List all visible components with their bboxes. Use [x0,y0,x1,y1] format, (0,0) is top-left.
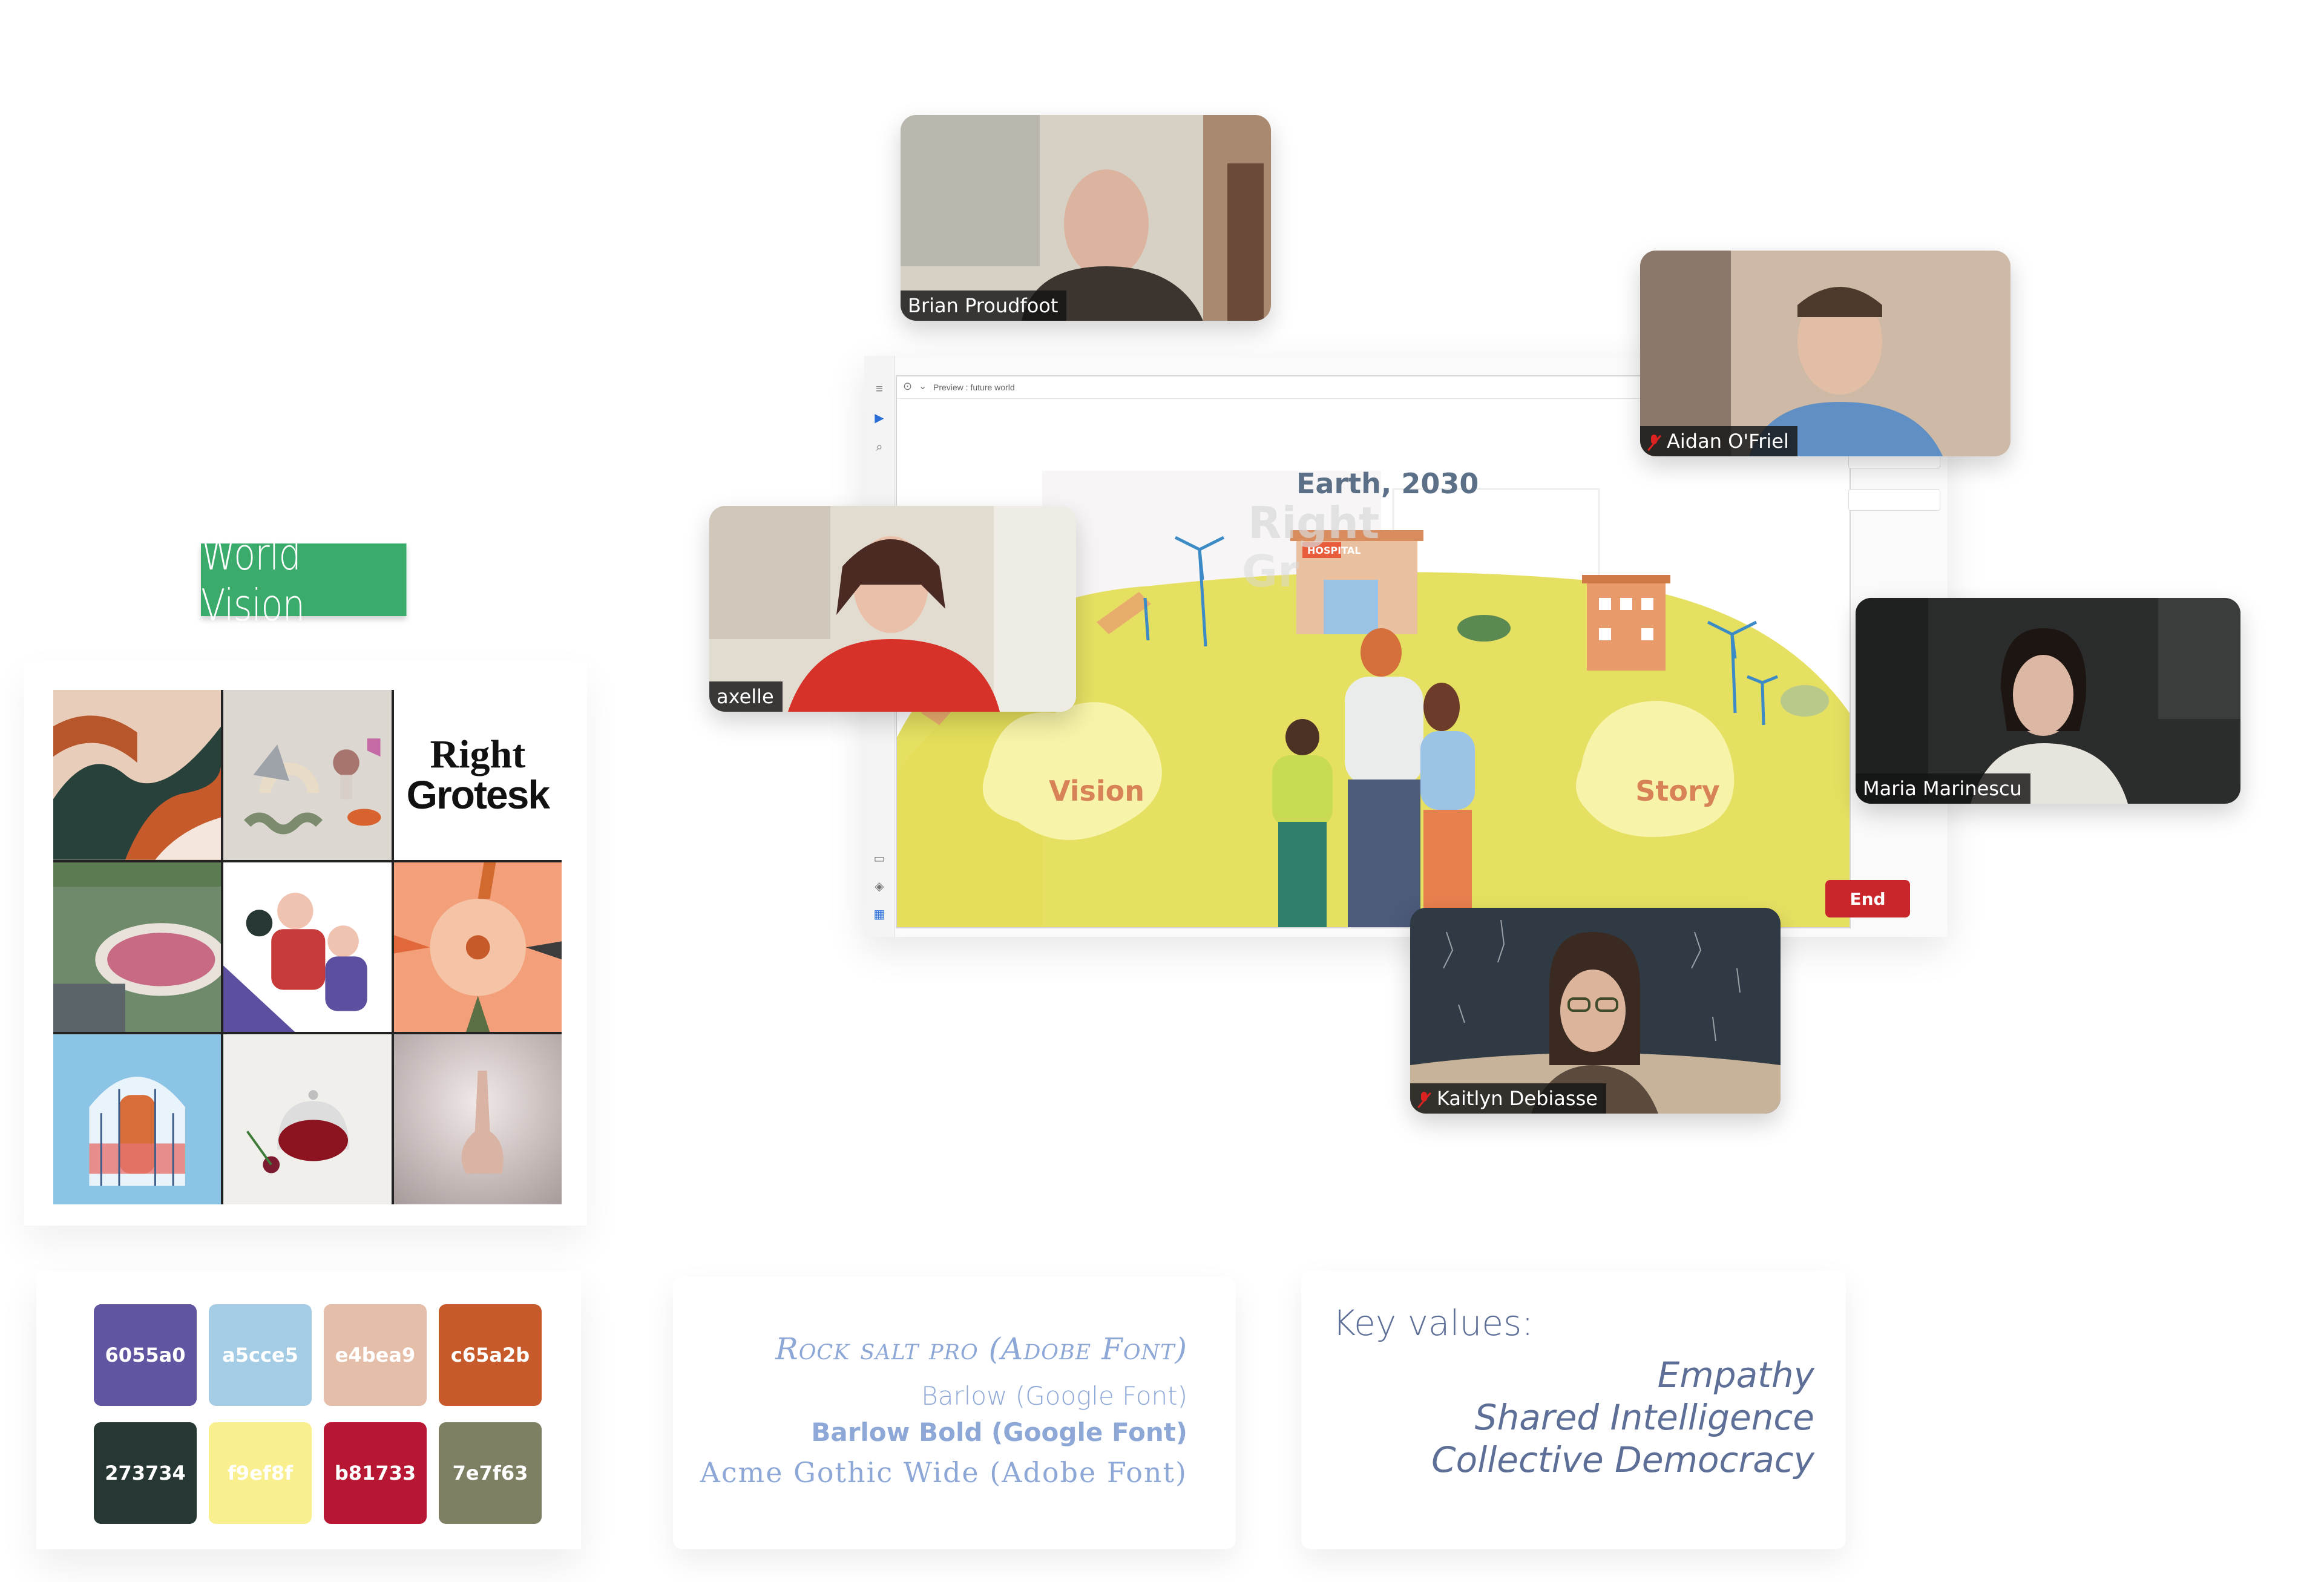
font-barlow: Barlow (Google Font) [921,1381,1187,1411]
font-rock-salt: Rock salt pro (Adobe Font) [775,1331,1187,1367]
moodboard-tile-cage-illustration [53,1034,222,1204]
video-feed-maria [1856,598,2240,804]
story-blob[interactable]: Story [1635,775,1720,807]
layers-icon[interactable]: ◈ [875,880,884,893]
faded-title-right: Right [1248,497,1380,548]
preview-play-icon[interactable]: ⊙ [903,380,913,392]
video-feed-brian [901,115,1271,321]
key-value-item: Shared Intelligence [1474,1397,1814,1438]
font-barlow-bold: Barlow Bold (Google Font) [811,1417,1187,1447]
vision-blob[interactable]: Vision [1048,775,1145,807]
moodboard-tile-pointing-hand-photo [393,1034,562,1204]
video-tile-kaitlyn[interactable]: Kaitlyn Debiasse [1410,908,1781,1114]
search-icon[interactable]: ⌕ [876,441,883,454]
moodboard-tile-hands-illustration [393,862,562,1032]
participant-name: axelle [709,681,783,712]
video-tile-maria[interactable]: Maria Marinescu [1856,598,2240,804]
muted-mic-icon [1417,1092,1431,1108]
moodboard-tile-aerial-photo [53,862,222,1032]
library-icon[interactable]: ▦ [873,908,885,921]
video-tile-brian[interactable]: Brian Proudfoot [901,115,1271,321]
slide-illustration [897,471,1850,927]
video-feed-aidan [1640,251,2011,456]
pointer-tool-icon[interactable]: ▶ [875,412,884,425]
color-swatch: 273734 [94,1422,197,1524]
font-acme-gothic-wide: Acme Gothic Wide (Adobe Font) [700,1456,1187,1489]
color-swatch: f9ef8f [209,1422,312,1524]
color-swatch: 6055a0 [94,1304,197,1406]
color-swatch: 7e7f63 [439,1422,542,1524]
fonts-card: Rock salt pro (Adobe Font) Barlow (Googl… [673,1277,1236,1549]
menu-icon[interactable]: ≡ [876,382,883,396]
world-vision-label: World Vision [201,529,407,631]
key-value-item: Collective Democracy [1431,1439,1814,1480]
muted-mic-icon [1647,435,1661,450]
moodboard: Right Grotesk [24,660,587,1226]
participant-name: Brian Proudfoot [901,290,1067,321]
moodboard-tile-right-grotesk: Right Grotesk [393,690,562,860]
video-tile-aidan[interactable]: Aidan O'Friel [1640,251,2011,456]
faded-title-grotesk: Gr [1242,546,1299,597]
preview-breadcrumb: Preview : future world [933,382,1015,392]
hospital-sign: HOSPITAL [1307,545,1361,556]
participant-name: Kaitlyn Debiasse [1410,1083,1606,1114]
end-button[interactable]: End [1825,880,1910,917]
comment-icon[interactable]: ▭ [873,852,885,865]
key-values-title: Key values: [1333,1302,1534,1344]
font-sample-grotesk: Grotesk [406,772,550,818]
app-window: ≡ ▶ ⌕ ▭ ◈ ▦ ⊙ ⌄ Preview : future world [864,356,1948,937]
video-feed-axelle [709,506,1076,712]
key-values-card: Key values: Empathy Shared Intelligence … [1301,1271,1846,1549]
moodboard-tile-3d-shapes [223,690,392,860]
participant-name: Aidan O'Friel [1640,426,1797,456]
video-tile-axelle[interactable]: axelle [709,506,1076,712]
world-vision-label-text: World Vision [201,529,305,631]
color-swatch: e4bea9 [324,1304,427,1406]
slide-canvas: ⊙ ⌄ Preview : future world [896,375,1851,928]
participant-name: Maria Marinescu [1856,773,2030,804]
moodboard-grid: Right Grotesk [53,690,562,1204]
chevron-down-icon[interactable]: ⌄ [919,381,927,392]
video-feed-kaitlyn [1410,908,1781,1114]
color-swatch: c65a2b [439,1304,542,1406]
key-value-item: Empathy [1657,1354,1814,1396]
property-field[interactable] [1848,489,1940,511]
moodboard-tile-glass-dome-photo [223,1034,392,1204]
font-sample-right: Right [430,732,526,777]
slide-title: Earth, 2030 [1296,467,1479,500]
color-swatch: b81733 [324,1422,427,1524]
moodboard-tile-people-illustration [223,862,392,1032]
color-swatch: a5cce5 [209,1304,312,1406]
moodboard-tile-landscape-illustration [53,690,222,860]
